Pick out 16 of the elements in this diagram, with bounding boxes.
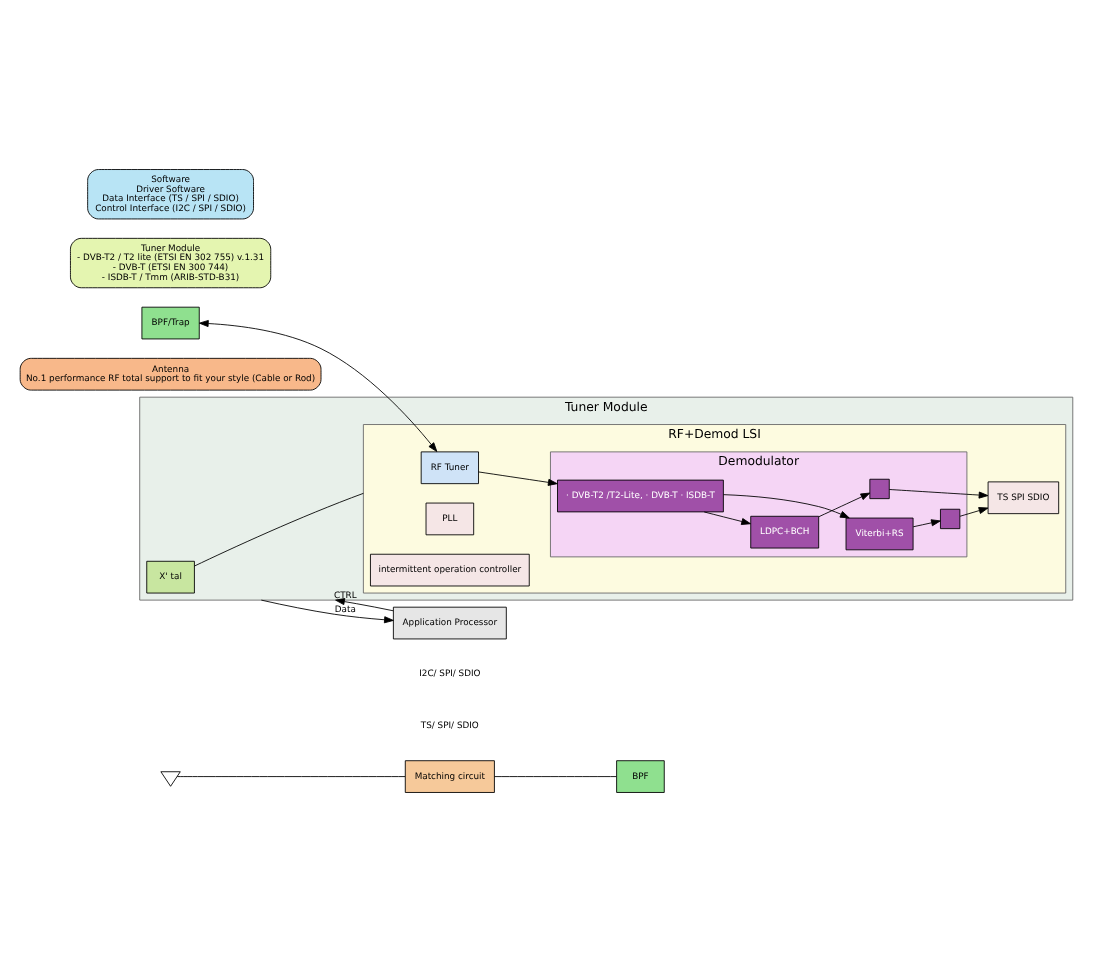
arrow — [703, 511, 751, 525]
arrow — [260, 599, 394, 624]
arrow — [198, 320, 438, 452]
connector — [494, 776, 617, 778]
node-box — [869, 478, 890, 500]
arrow — [888, 489, 989, 499]
arrow — [335, 598, 394, 612]
arrow — [912, 519, 941, 528]
arrow — [723, 494, 850, 519]
node-triangle — [160, 771, 181, 787]
arrow — [478, 471, 558, 486]
arrow — [818, 492, 871, 518]
arrow — [959, 507, 989, 517]
node-box — [940, 508, 961, 530]
connector — [194, 492, 364, 567]
connector — [176, 776, 406, 778]
